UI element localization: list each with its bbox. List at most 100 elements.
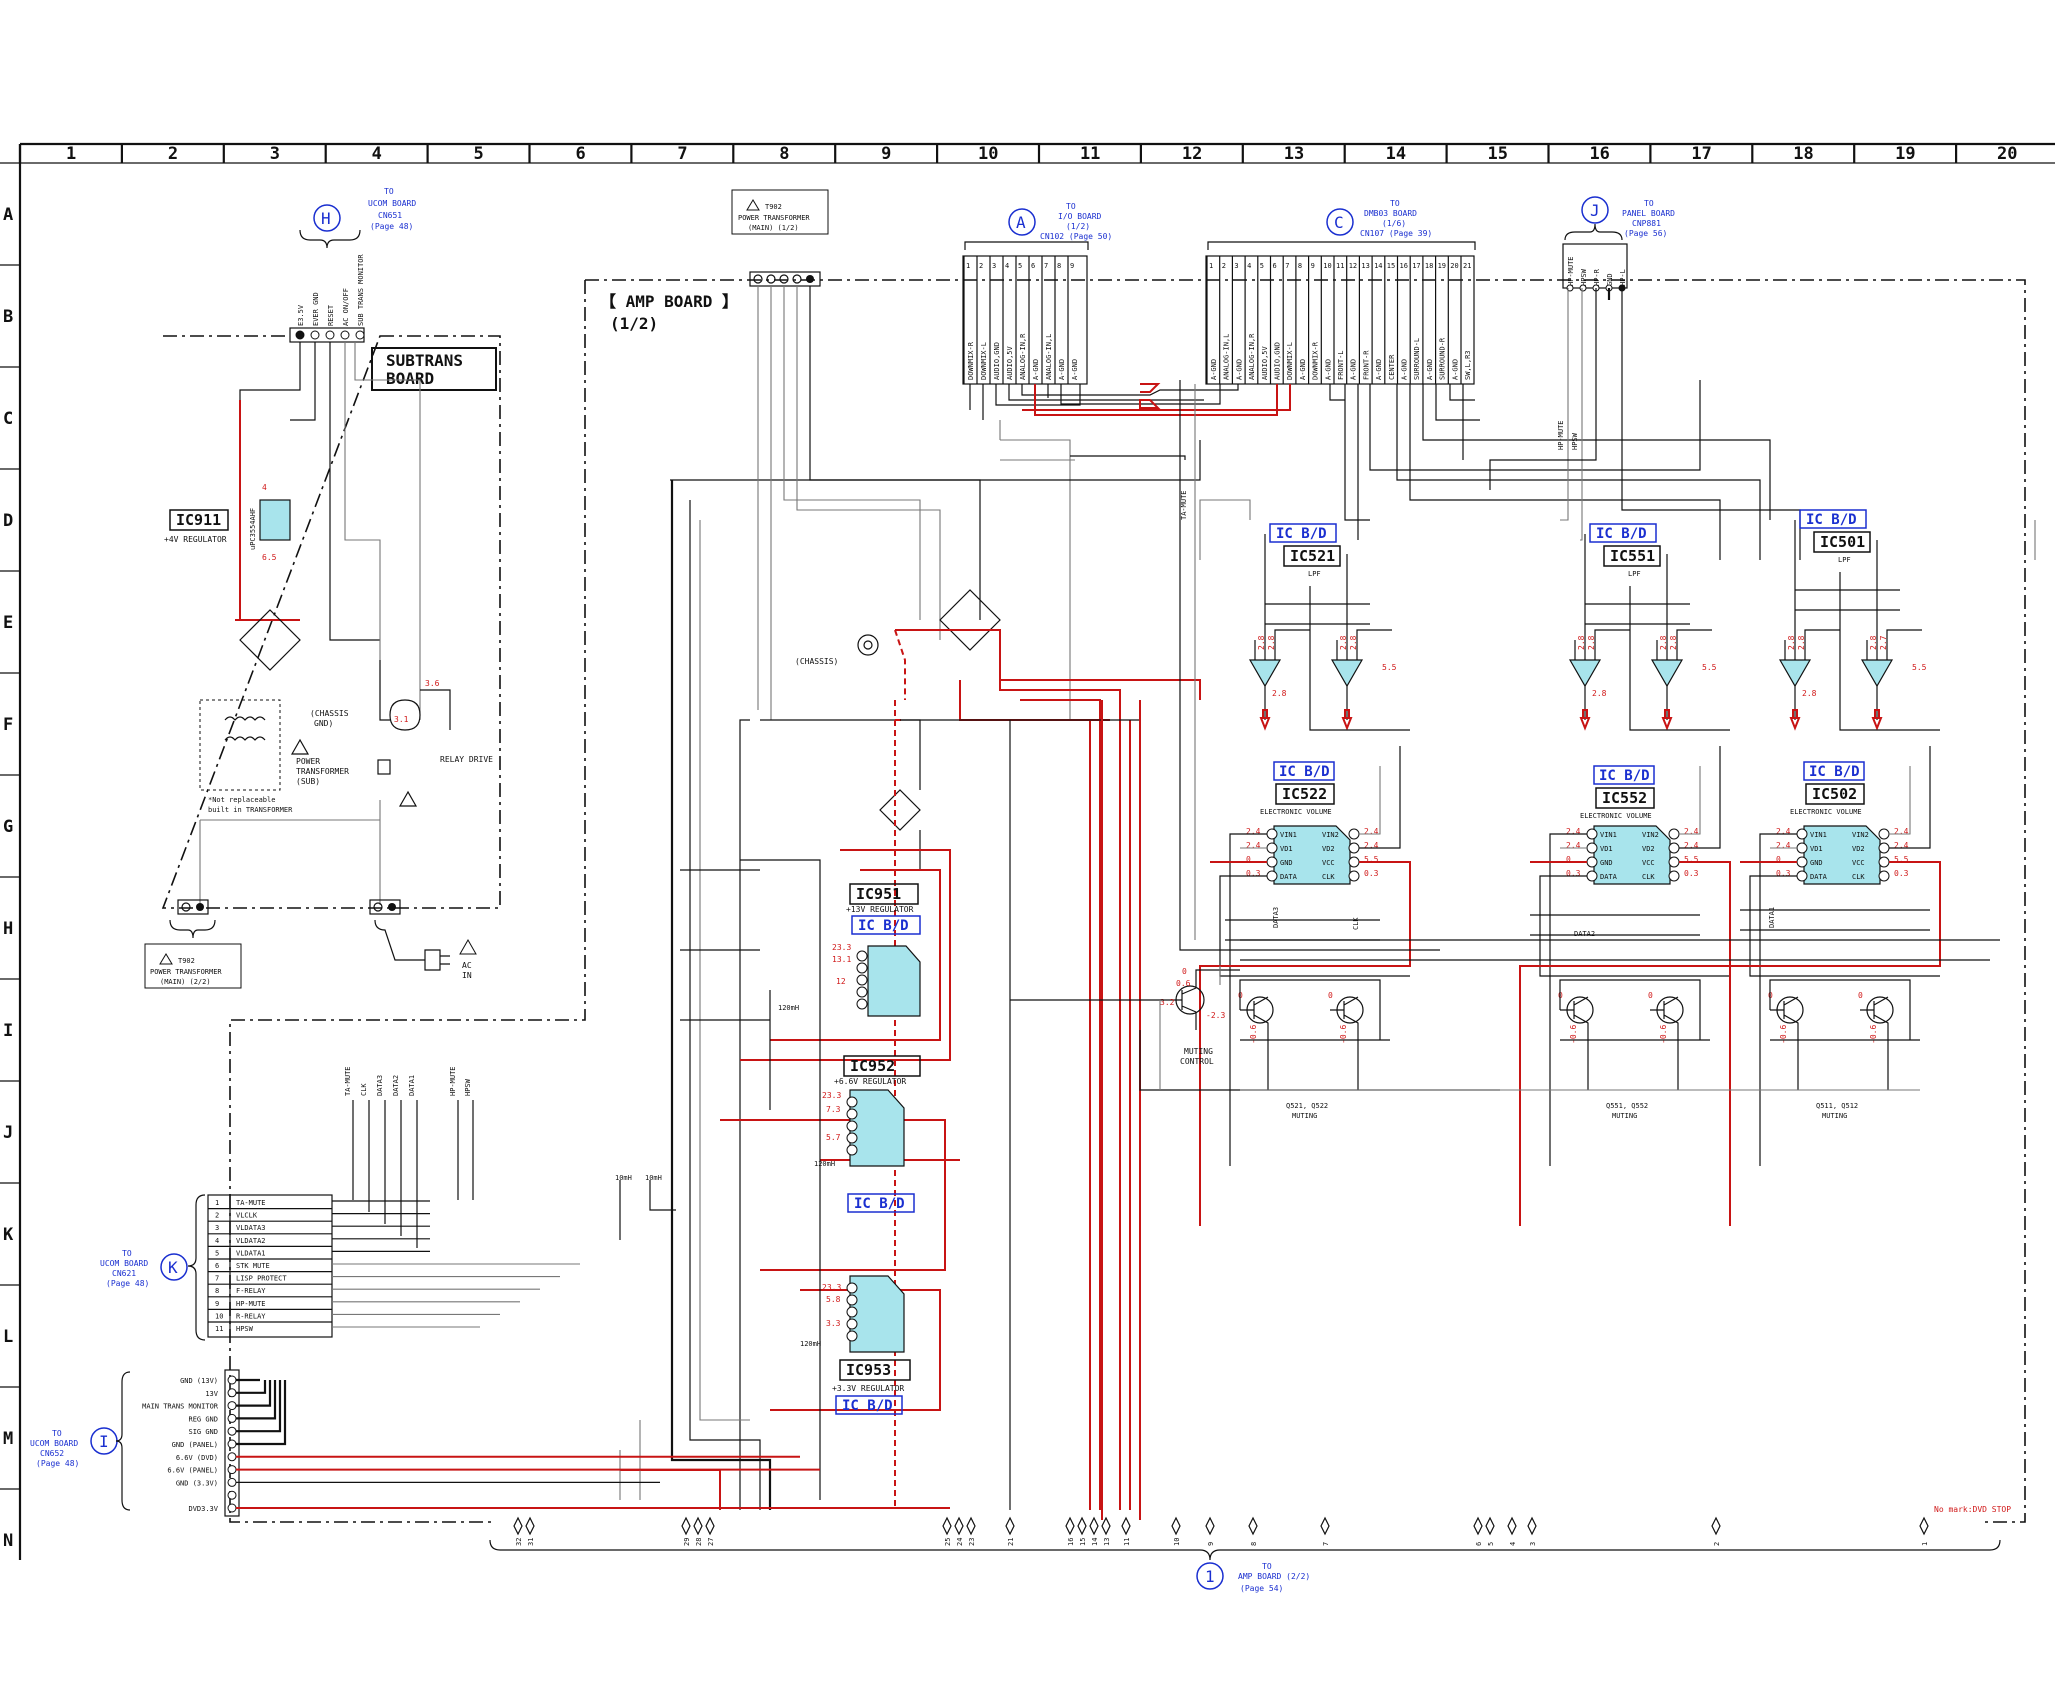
cn-c-pin-label: SURROUND-R — [1439, 337, 1447, 380]
cn-k-pin-number: 3 — [215, 1224, 219, 1232]
lpf-voltage: 5.5 — [1912, 663, 1927, 672]
cn-a-pin-label: A-GND — [1032, 359, 1040, 380]
vol-voltage: 0.3 — [1246, 869, 1261, 878]
bottom-pin-label: 27 — [707, 1538, 715, 1546]
cn-k-pin-label: VLDATA3 — [236, 1224, 266, 1232]
clk-label: CLK — [1352, 917, 1360, 930]
grid-row-label: B — [3, 307, 13, 327]
cn-c-pin-number: 13 — [1361, 262, 1369, 270]
data3-label: DATA3 — [1272, 907, 1280, 928]
lpf-bd-label: IC B/D — [1806, 512, 1857, 528]
connector-a: A TO I/O BOARD (1/2) CN102 (Page 50) 1DO… — [962, 202, 1112, 385]
muting-control-group: 0 0.6 3.2 -2.3 MUTING CONTROL TA-MUTE — [1010, 380, 2000, 1091]
vol-voltage: 5.5 — [1894, 855, 1909, 864]
vol-pin-left: VD1 — [1280, 845, 1293, 853]
vol-pin-right: VCC — [1852, 859, 1865, 867]
bottom-pin-label: 7 — [1322, 1542, 1330, 1546]
k-vertical-label: HPSW — [464, 1078, 472, 1096]
warning-icon — [398, 790, 418, 807]
ic952-v3: 5.7 — [826, 1133, 841, 1142]
vol-pin-left: VIN1 — [1600, 831, 1617, 839]
cn-c-pin-label: FRONT-L — [1337, 350, 1345, 380]
cn-h-pin-label: E3.5V — [297, 304, 305, 326]
relay-v1: 3.1 — [394, 715, 409, 724]
not-replaceable-1: *Not replaceable — [208, 796, 275, 804]
cn-c-pin-number: 6 — [1273, 262, 1277, 270]
bottom-pin-label: 3 — [1529, 1542, 1537, 1546]
grid-column-label: 20 — [1997, 144, 2017, 164]
cn-c-pin-number: 5 — [1260, 262, 1264, 270]
cn-c-pin-label: SW,L,R3 — [1464, 350, 1472, 380]
cn-c-pin-number: 2 — [1222, 262, 1226, 270]
j-hp-mute-label: HP-MUTE — [1557, 420, 1565, 450]
grid-column-label: 4 — [372, 144, 382, 164]
cn-k-pin-label: VLCLK — [236, 1212, 258, 1220]
grid-row-label: H — [3, 919, 13, 939]
cn-c-pin-number: 7 — [1285, 262, 1289, 270]
cn-k-pin-number: 11 — [215, 1325, 223, 1333]
cn-a-pin-label: ANALOG-IN,R — [1019, 333, 1027, 380]
vol-voltage: 5.5 — [1684, 855, 1699, 864]
lpf-voltage: 2.7 — [1879, 635, 1888, 650]
cn-c-pin-label: CENTER — [1388, 354, 1396, 380]
cn-i-pin-label: GND (PANEL) — [172, 1441, 218, 1449]
ic952-desc: +6.6V REGULATOR — [834, 1077, 906, 1086]
k-vertical-label: HP-MUTE — [449, 1066, 457, 1096]
ic911-v2: 6.5 — [262, 553, 277, 562]
connector-c-board: DMB03 BOARD — [1364, 209, 1417, 218]
cn-c-pin-number: 4 — [1247, 262, 1251, 270]
vol-pin-right: VD2 — [1322, 845, 1335, 853]
lpf-voltage: 2.8 — [1659, 635, 1668, 650]
ac-in-2: IN — [462, 971, 472, 980]
lpf-ic-name: IC521 — [1290, 547, 1335, 565]
cn-c-pin-label: A-GND — [1401, 359, 1409, 380]
cn-h-pin-label: AC ON/OFF — [342, 288, 350, 326]
connector-a-part: (1/2) — [1066, 222, 1090, 231]
amp-board-subtitle: (1/2) — [610, 314, 658, 333]
bridge-rectifier-aux — [879, 789, 921, 831]
lpf-ic-name: IC501 — [1820, 533, 1865, 551]
vol-voltage: 2.4 — [1684, 827, 1699, 836]
cn-c-pin-label: A-GND — [1210, 359, 1218, 380]
amp-board-title: 【 AMP BOARD 】 — [600, 292, 738, 311]
grid-row-label: I — [3, 1021, 13, 1041]
mute-voltage: -0.6 — [1659, 1025, 1668, 1044]
vol-pin-right: VIN2 — [1642, 831, 1659, 839]
ic952-inductor: 120mH — [814, 1160, 835, 1168]
cn-a-pin-label: A-GND — [1071, 359, 1079, 380]
t902-top-line2: (MAIN) (1/2) — [748, 224, 799, 232]
ic952-chip — [849, 1089, 905, 1167]
ic952-bd: IC B/D — [854, 1196, 905, 1212]
ic911-part: uPC3554AHF — [249, 508, 257, 550]
grid-column-label: 2 — [168, 144, 178, 164]
lpf-voltage: 5.5 — [1382, 663, 1397, 672]
vol-pin-right: VIN2 — [1852, 831, 1869, 839]
cn-i-pin-label: SIG GND — [188, 1428, 218, 1436]
cn-k-pin-label: R-RELAY — [236, 1312, 266, 1320]
bottom-pin-label: 1 — [1921, 1542, 1929, 1546]
cn-c-pin-number: 3 — [1234, 262, 1238, 270]
t902-top-name: T902 — [765, 203, 782, 211]
vol-voltage: 2.4 — [1364, 841, 1379, 850]
connector-1-to: TO — [1262, 1562, 1272, 1571]
lpf-voltage: 2.8 — [1869, 635, 1878, 650]
lpf-voltage: 2.8 — [1802, 689, 1817, 698]
connector-c-letter: C — [1334, 213, 1344, 232]
t902-bottom-line2: (MAIN) (2/2) — [160, 978, 211, 986]
mute-voltage: -0.6 — [1569, 1025, 1578, 1044]
ic951-bd: IC B/D — [858, 918, 909, 934]
subtrans-wiring: 3.1 3.6 RELAY DRIVE POWER TRANSFORMER (S… — [177, 342, 493, 915]
vol-pin-left: GND — [1600, 859, 1613, 867]
cn-c-pin-label: DOWNMIX-L — [1286, 342, 1294, 380]
cn-c-pin-label: A-GND — [1299, 359, 1307, 380]
vol-voltage: 2.4 — [1566, 827, 1581, 836]
signal-buses — [670, 288, 2036, 720]
bottom-pin-label: 29 — [683, 1538, 691, 1546]
chassis-group: (CHASSIS) — [795, 634, 879, 666]
vol-voltage: 0.3 — [1364, 869, 1379, 878]
mute-q-v2: 0.6 — [1176, 979, 1191, 988]
cn-c-pin-label: A-GND — [1375, 359, 1383, 380]
